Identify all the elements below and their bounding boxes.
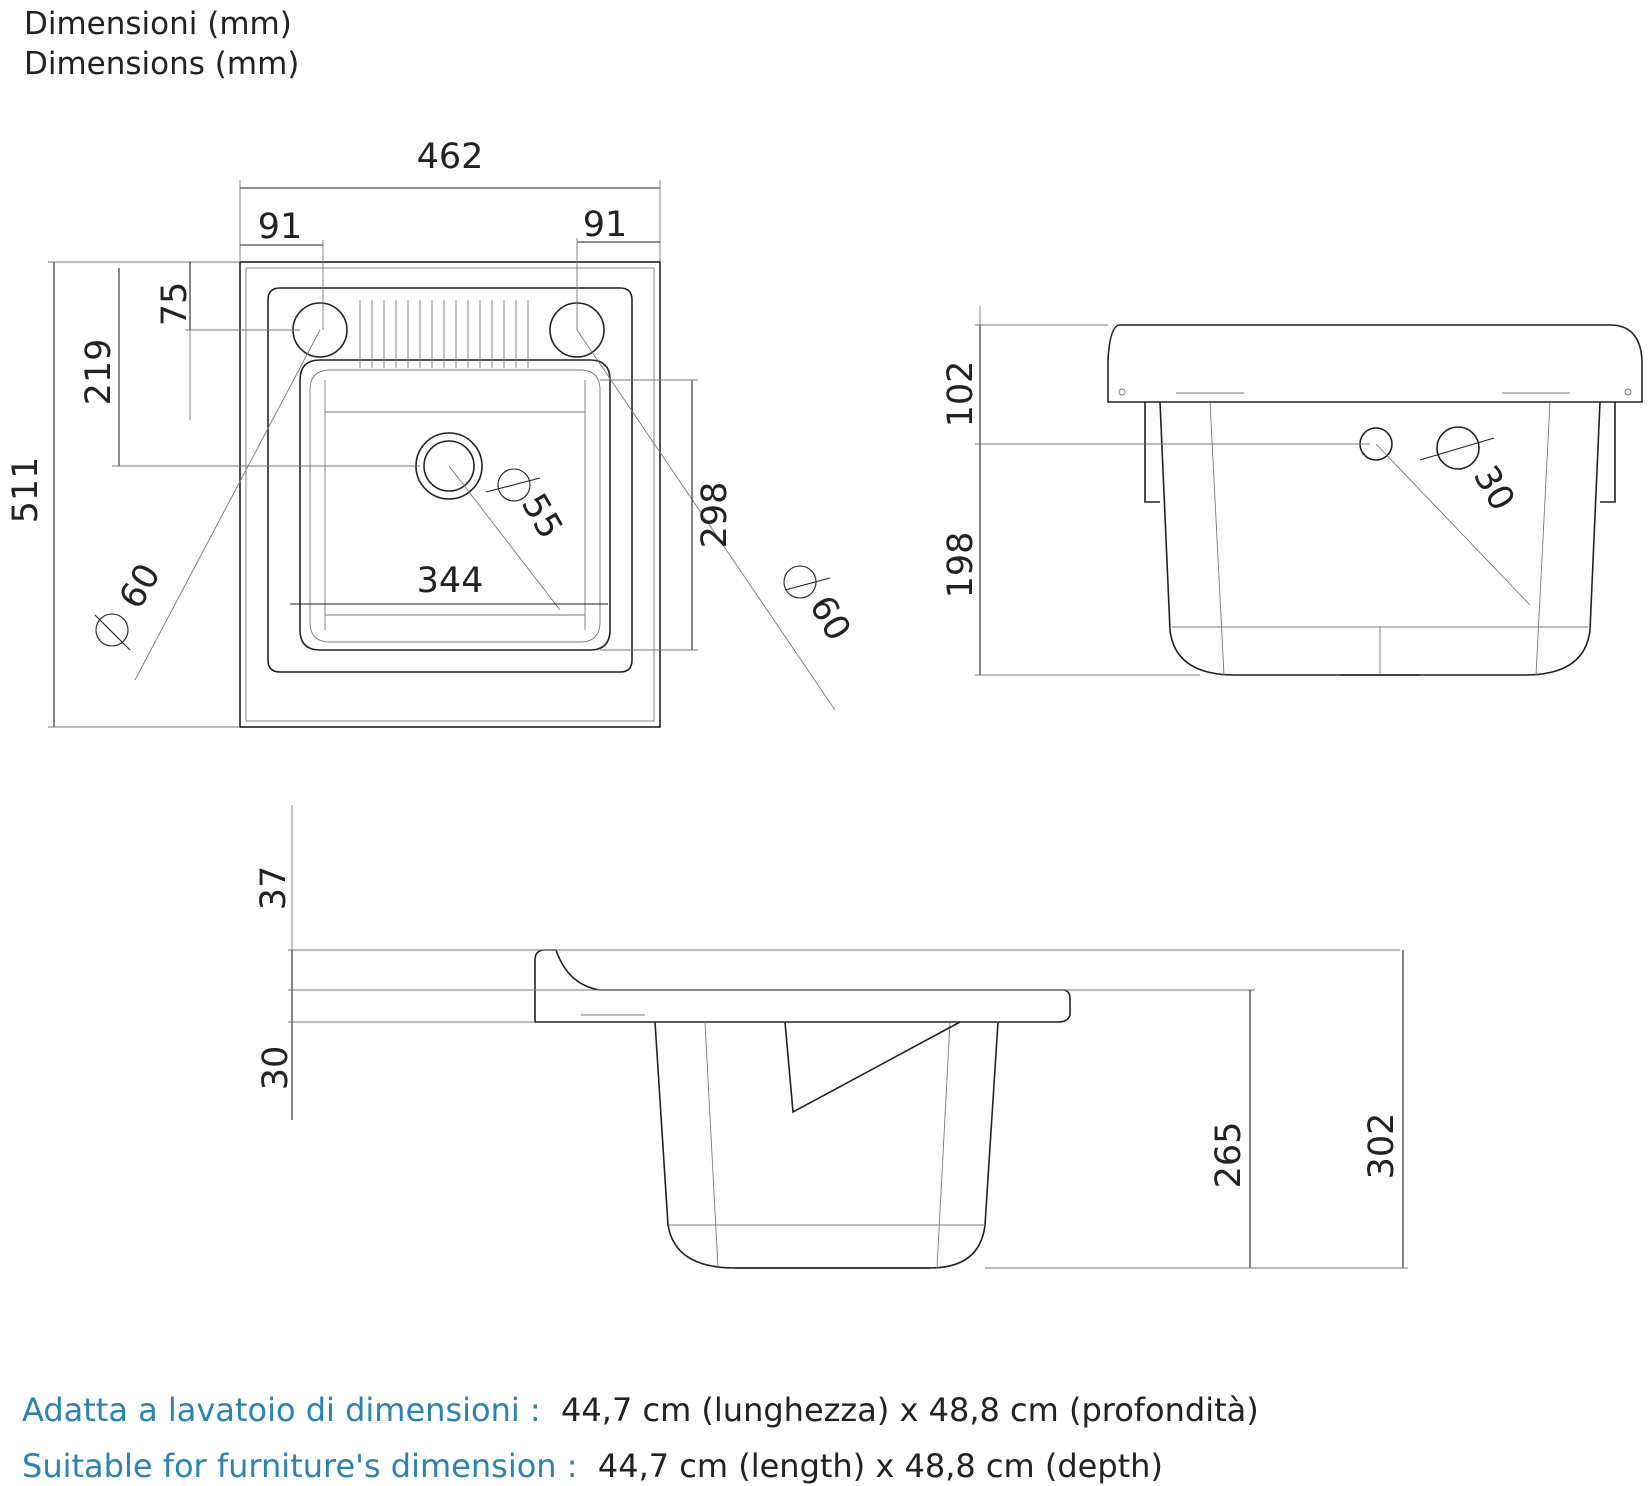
dim-right-hole-diameter: 60 [801, 589, 858, 648]
header-title-en: Dimensions (mm) [24, 46, 300, 82]
dim-depth: 511 [6, 457, 46, 524]
footer-italian: Adatta a lavatoio di dimensioni : 44,7 c… [22, 1390, 1259, 1430]
front-view-rim [1107, 324, 1643, 403]
dim-hole-offset: 75 [155, 282, 195, 327]
footer-it-value: 44,7 cm (lunghezza) x 48,8 cm (profondit… [561, 1391, 1259, 1429]
dim-splash-height: 37 [254, 866, 294, 911]
dim-drain-offset: 219 [79, 339, 119, 406]
dim-right-hole-offset: 91 [583, 205, 628, 245]
dim-rim-thickness: 30 [256, 1046, 296, 1091]
side-view-basin [654, 1021, 999, 1269]
front-view: 102 198 30 [941, 306, 1643, 676]
side-view: 37 30 265 302 [254, 805, 1408, 1269]
footer-en-label: Suitable for furniture's dimension : [22, 1447, 578, 1485]
top-view-rim [267, 287, 633, 673]
dim-lower-height: 198 [941, 532, 981, 599]
dim-total-height: 302 [1362, 1113, 1402, 1180]
footer-it-label: Adatta a lavatoio di dimensioni : [22, 1391, 541, 1429]
dim-drain-diameter: 55 [513, 487, 570, 546]
dim-basin-length: 298 [695, 482, 735, 549]
footer-english: Suitable for furniture's dimension : 44,… [22, 1446, 1163, 1486]
top-view: 462 91 91 511 219 75 298 344 55 60 60 [6, 137, 858, 728]
dim-width: 462 [417, 137, 484, 177]
dim-left-hole-diameter: 60 [112, 557, 169, 616]
dim-rim-height: 102 [941, 361, 981, 428]
dim-basin-width: 344 [417, 561, 484, 601]
top-view-basin [299, 359, 611, 651]
side-view-rim [534, 949, 1071, 1023]
dim-left-hole-offset: 91 [258, 207, 303, 247]
footer-en-value: 44,7 cm (length) x 48,8 cm (depth) [597, 1447, 1163, 1485]
dim-basin-depth: 265 [1209, 1122, 1249, 1189]
washboard-ribs [359, 300, 529, 368]
dim-overflow-diameter: 30 [1465, 459, 1522, 518]
top-view-outline [239, 261, 661, 728]
header-title-it: Dimensioni (mm) [24, 6, 292, 42]
